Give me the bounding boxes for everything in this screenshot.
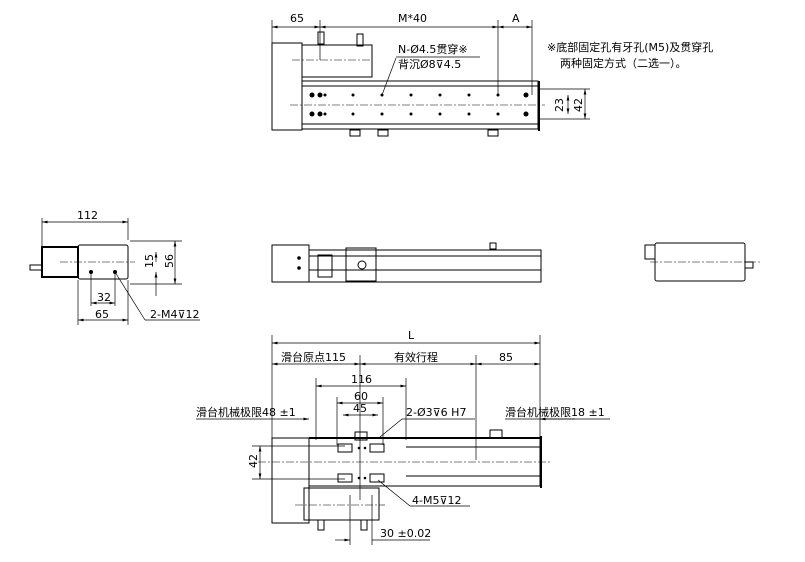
dim-65-end: 65 bbox=[95, 308, 109, 321]
dim-85: 85 bbox=[499, 351, 513, 364]
dim-stroke: 有效行程 bbox=[394, 350, 438, 364]
dim-45: 45 bbox=[353, 402, 367, 415]
limit-left: 滑台机械极限48 ±1 bbox=[196, 405, 296, 419]
dim-116: 116 bbox=[351, 373, 372, 386]
dim-112: 112 bbox=[77, 209, 98, 222]
dim-15: 15 bbox=[143, 254, 156, 268]
m4-note: 2-M4⊽12 bbox=[150, 308, 200, 321]
pin-note: 2-Ø3⊽6 H7 bbox=[406, 406, 466, 419]
end-view-right bbox=[644, 242, 760, 282]
limit-right: 滑台机械极限18 ±1 bbox=[505, 405, 605, 419]
dim-65: 65 bbox=[290, 12, 304, 25]
dim-30: 30 ±0.02 bbox=[380, 527, 431, 540]
hole-note-1: N-Ø4.5贯穿※ bbox=[398, 42, 468, 56]
end-view: 112 15 56 32 65 2-M4⊽12 bbox=[29, 209, 200, 325]
dim-32: 32 bbox=[97, 291, 111, 304]
hole-note-2: 背沉Ø8⊽4.5 bbox=[398, 57, 461, 71]
dim-56: 56 bbox=[163, 254, 176, 268]
plan-view: L 滑台原点115 有效行程 85 116 60 45 滑台机械极限48 ±1 … bbox=[196, 329, 610, 545]
dim-60: 60 bbox=[354, 390, 368, 403]
dim-23: 23 bbox=[553, 98, 566, 112]
top-view: 65 M*40 A N-Ø4.5贯穿※ 背沉Ø8⊽4.5 23 4 bbox=[271, 12, 713, 137]
slider-holes bbox=[337, 443, 385, 483]
motor-block bbox=[271, 42, 303, 131]
side-view bbox=[271, 242, 542, 283]
remark-1: ※底部固定孔有牙孔(M5)及贯穿孔 bbox=[547, 40, 713, 54]
tap-note: 4-M5⊽12 bbox=[412, 494, 462, 507]
dim-42-top: 42 bbox=[572, 98, 585, 112]
dim-m40: M*40 bbox=[398, 12, 427, 25]
dim-42-plan: 42 bbox=[247, 454, 260, 468]
remark-2: 两种固定方式（二选一）。 bbox=[560, 56, 687, 70]
motor-body bbox=[301, 44, 373, 78]
mounting-holes bbox=[309, 92, 529, 117]
dim-origin: 滑台原点115 bbox=[281, 350, 346, 364]
dim-a: A bbox=[512, 12, 520, 25]
dim-l: L bbox=[408, 329, 415, 342]
